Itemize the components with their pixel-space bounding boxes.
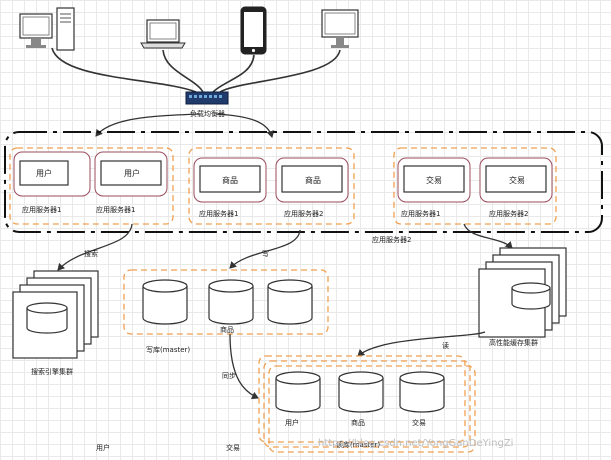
master-db-group (123, 269, 329, 335)
goods-server-label-2: 应用服务器2 (284, 209, 323, 218)
cache-db-icon (511, 282, 551, 310)
load-balancer-label: 负载均衡器 (190, 109, 225, 118)
slave-db-icon-user (275, 371, 321, 413)
wire-phone (212, 54, 255, 93)
slave-db-icon-trade (399, 371, 445, 413)
user-module-label-2: 用户 (124, 168, 140, 178)
edge-sync-label: 同步 (222, 372, 236, 380)
slave-db-label-goods: 商品 (351, 418, 365, 427)
edge-sync (229, 333, 259, 400)
goods-server-label-1: 应用服务器1 (199, 209, 238, 218)
slave-db-icon-goods (338, 371, 384, 413)
user-module-box-1 (19, 160, 69, 186)
user-app-group (9, 147, 174, 225)
wire-laptop (162, 49, 204, 93)
trade-app-group (393, 147, 557, 225)
goods-module-box-1 (199, 165, 261, 193)
goods-module-label-2: 商品 (305, 175, 321, 185)
trade-module-label-2: 交易 (509, 175, 525, 185)
arrow-lb-right (215, 113, 275, 138)
slave-db-group-back-1 (263, 360, 471, 448)
trade-module-box-1 (403, 165, 465, 193)
goods-app-group (188, 147, 355, 225)
app-tier-caption: 应用服务器2 (372, 235, 411, 244)
goods-module-label-1: 商品 (222, 175, 238, 185)
trade-module-box-2 (485, 165, 547, 193)
search-db-icon (26, 302, 68, 334)
edge-read-label: 读 (442, 341, 449, 350)
trade-module-label-1: 交易 (426, 175, 442, 185)
edge-read (357, 331, 486, 357)
user-server-label-1: 应用服务器1 (22, 205, 61, 214)
smartphone-icon (240, 6, 267, 55)
bottom-label-user: 用户 (96, 443, 110, 452)
slave-db-group (258, 355, 466, 443)
master-db-icon-3 (267, 279, 313, 325)
watermark: https://blog.csdn.net/YongGanDeYingZi (318, 438, 513, 449)
user-module-box-2 (100, 160, 162, 186)
trade-server-label-2: 应用服务器2 (489, 209, 528, 218)
arrow-lb-left (95, 113, 199, 137)
cache-cluster-label: 高性能缓存集群 (489, 338, 538, 347)
slave-db-group-back-2 (268, 365, 476, 453)
slave-label: 读库(master) (336, 440, 380, 449)
search-cluster-label: 搜索引擎集群 (31, 367, 73, 376)
master-db-icon-2 (208, 279, 254, 325)
laptop-icon (140, 19, 186, 49)
slave-db-label-user: 用户 (285, 418, 299, 427)
edge-cache (463, 223, 513, 249)
edge-search-label: 搜索 (84, 249, 98, 258)
user-server-label-2: 应用服务器1 (96, 205, 135, 214)
wire-monitor (219, 49, 341, 93)
master-db-icon-1 (142, 279, 188, 325)
master-db-label: 商品 (220, 325, 234, 334)
bottom-label-trade: 交易 (226, 443, 240, 452)
monitor-icon (321, 9, 359, 48)
edge-write (229, 229, 301, 269)
slave-db-label-trade: 交易 (412, 418, 426, 427)
edge-write-label: 写 (262, 250, 269, 258)
desktop-pc-icon (19, 7, 75, 51)
master-label: 写库(master) (146, 345, 190, 354)
load-balancer-icon (185, 91, 229, 105)
user-module-label-1: 用户 (36, 168, 52, 178)
wire-desktop (51, 47, 197, 93)
edge-search (57, 223, 133, 271)
app-tier-boundary (4, 131, 603, 233)
trade-server-label-1: 应用服务器1 (401, 209, 440, 218)
goods-module-box-2 (281, 165, 343, 193)
